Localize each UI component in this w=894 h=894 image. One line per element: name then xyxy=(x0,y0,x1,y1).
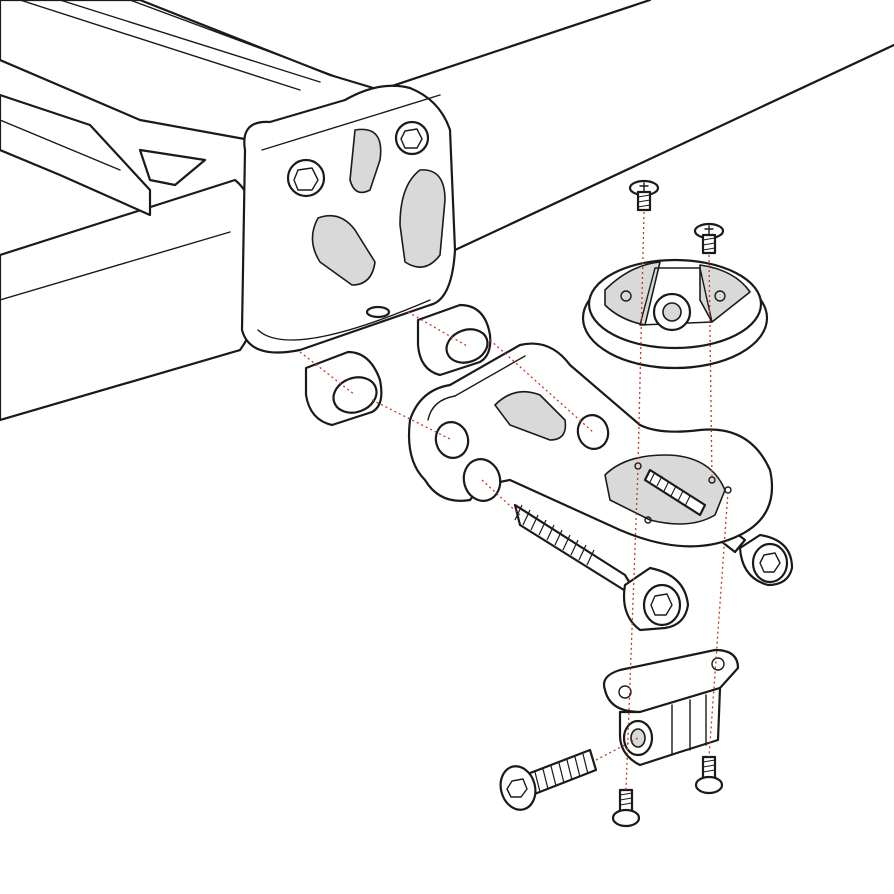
computer-cradle-icon xyxy=(581,258,769,370)
assembly-guide-lines xyxy=(299,211,729,791)
countersunk-screw-icon xyxy=(628,179,725,255)
spacer-cylinder-icon xyxy=(304,303,492,427)
out-front-mount-arm-icon xyxy=(407,342,774,548)
gopro-adapter-icon xyxy=(602,648,740,767)
small-screw-icon xyxy=(611,755,724,828)
stem-body-icon xyxy=(0,0,382,217)
button-head-bolt-icon xyxy=(499,748,598,811)
stem-clamp-icon xyxy=(240,84,457,354)
